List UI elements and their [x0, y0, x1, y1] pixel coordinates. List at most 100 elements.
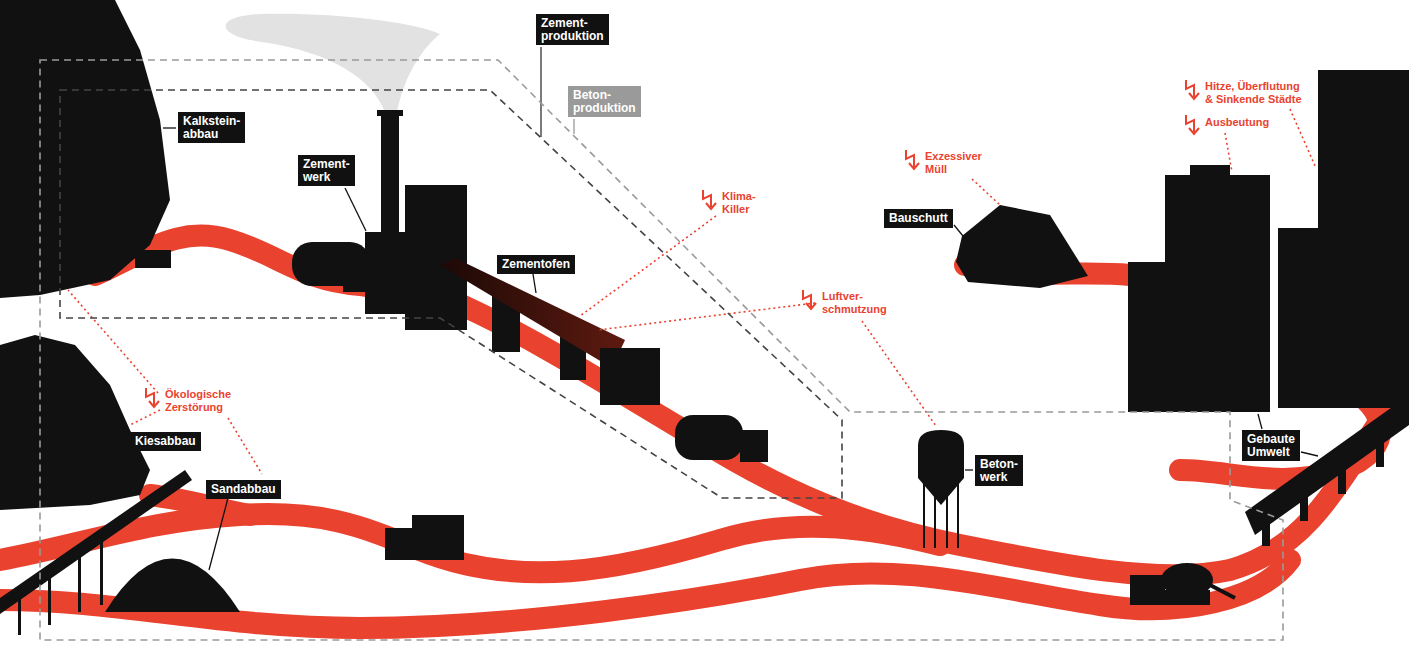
limestone-quarry [114, 234, 140, 256]
concrete-plant-silo [957, 480, 959, 548]
part-label: Zement- werk [298, 155, 355, 186]
sand-pile [105, 559, 240, 613]
impact-leader [580, 216, 716, 316]
part-name: Zement- werk [303, 158, 350, 183]
impact-callout-slot: Klima- Killer [722, 190, 756, 215]
impact-callout: Luftver- schmutzung [822, 290, 887, 315]
leader-line [540, 47, 541, 137]
part-label: Gebaute Umwelt [1242, 430, 1300, 461]
impact-callout-slot: Hitze, Überflutung & Sinkende Städte [1205, 80, 1305, 105]
leader-line [209, 498, 228, 570]
buildings [1262, 520, 1270, 546]
impact-callout-slot: Luftver- schmutzung [822, 290, 887, 315]
part-name: Kalkstein- abbau [183, 115, 240, 140]
concrete-plant-silo [946, 480, 948, 548]
buildings [1245, 395, 1409, 535]
cement-kiln [440, 258, 660, 405]
buildings [1278, 228, 1409, 408]
impact-callout: Ausbeutung [1205, 116, 1269, 129]
trucks [412, 515, 464, 560]
lightning-icon [703, 190, 716, 209]
part-name: Kiesabbau [135, 435, 196, 448]
impact-leader [1225, 133, 1232, 172]
gravel-pit [0, 335, 150, 510]
impact-leader [598, 303, 815, 330]
impact-callout: Klima- Killer [722, 190, 756, 215]
region-dashed-border [40, 60, 1283, 640]
leader-line [1301, 452, 1318, 456]
part-label: Kiesabbau [130, 432, 201, 451]
cement-plant [343, 262, 367, 292]
cement-plant [405, 185, 467, 330]
cement-plant [377, 110, 403, 116]
impact-callout: Hitze, Überflutung & Sinkende Städte [1205, 80, 1305, 105]
process-region: Beton- produktionZement- produktionKalks… [36, 56, 1288, 646]
part-name: Beton- werk [980, 458, 1018, 483]
impact-callout-slot: Ausbeutung [1205, 116, 1269, 129]
part-name: Zementofen [502, 258, 570, 271]
region-dashed-border [60, 90, 842, 498]
leader-line [573, 119, 574, 134]
leader-line [163, 47, 1318, 570]
lightning-icon [1186, 115, 1199, 134]
concrete-plant-silo [918, 430, 964, 548]
impact-leader [130, 410, 160, 425]
impact-leader [68, 109, 1316, 474]
impact-leader [228, 418, 262, 474]
gravel-pit [48, 570, 51, 625]
region-title: Zement- produktion [541, 17, 604, 42]
rubble-pile [956, 205, 1088, 288]
cement-kiln [440, 258, 625, 368]
process-region: Zement- produktionKalkstein- abbauZement… [56, 10, 846, 502]
leader-line [345, 188, 366, 231]
part-name: Bauschutt [889, 212, 948, 225]
impact-callout-slot: Ökologische Zerstörung [165, 388, 231, 413]
leader-line [1258, 414, 1262, 429]
lightning-icon [146, 80, 1199, 407]
buildings [1300, 495, 1308, 521]
impact-leader [68, 290, 158, 393]
sand-pile [105, 559, 240, 613]
lightning-icon [906, 150, 919, 169]
buildings [1128, 262, 1183, 412]
buildings [1318, 70, 1409, 235]
smoke-plume [226, 14, 440, 112]
trucks [385, 415, 1235, 605]
impact-callout: Ökologische Zerstörung [165, 388, 231, 413]
impact-callout-slot: Exzessiver Müll [925, 150, 982, 175]
impact-leader [862, 321, 936, 426]
part-label: Sandabbau [206, 480, 281, 499]
trucks [675, 415, 743, 460]
cement-plant [381, 112, 399, 242]
gravel-pit [18, 590, 21, 635]
gravel-pit [100, 535, 103, 605]
region-heading: Zement- produktion [536, 14, 609, 45]
impact-leader [972, 179, 1000, 205]
material-river [0, 514, 940, 572]
impact-leader [1290, 109, 1316, 168]
part-name: Sandabbau [211, 483, 276, 496]
part-label: Kalkstein- abbau [178, 112, 245, 143]
lightning-icon [146, 388, 159, 407]
lightning-icon [1186, 80, 1199, 99]
buildings [1338, 468, 1346, 494]
cement-plant [292, 110, 467, 330]
smoke-plume [226, 14, 440, 112]
trucks [740, 430, 768, 462]
lightning-icon [803, 290, 816, 309]
region-outline [56, 10, 846, 502]
trucks [1210, 585, 1235, 598]
concrete-plant-silo [934, 480, 936, 548]
limestone-quarry [135, 250, 171, 268]
limestone-quarry [0, 0, 171, 298]
buildings [1128, 70, 1409, 546]
trucks [1160, 590, 1210, 605]
leader-line [533, 274, 536, 293]
leader-line [163, 127, 176, 128]
gravel-pit [78, 550, 81, 612]
part-label: Beton- werk [975, 455, 1023, 486]
trucks [385, 528, 413, 560]
region-heading: Beton- produktion [568, 86, 641, 117]
